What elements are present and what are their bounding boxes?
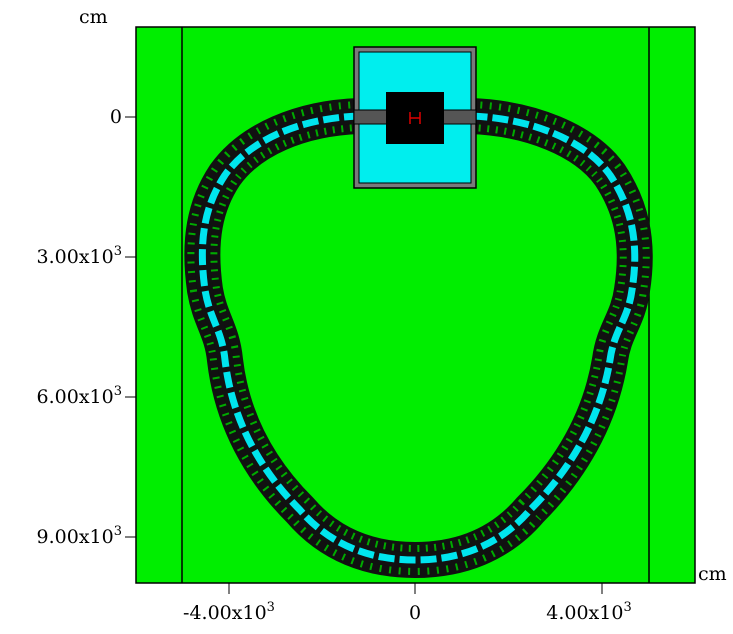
x-tick-exp: 3 [623, 600, 632, 615]
y-tick-label: 6.00x103 [0, 385, 122, 408]
y-tick-exp: 3 [113, 524, 122, 539]
y-tick-text: 9.00x10 [36, 526, 114, 548]
detector-marker-icon [409, 112, 421, 124]
x-tick-text: 0 [408, 602, 422, 624]
x-tick-label: 4.00x103 [509, 601, 669, 624]
y-tick-text: 6.00x10 [36, 386, 114, 408]
ring-beamline [198, 112, 639, 564]
y-tick-text: 3.00x10 [36, 246, 114, 268]
x-tick-exp: 3 [266, 600, 275, 615]
y-tick-label: 3.00x103 [0, 245, 122, 268]
x-tick-text: -4.00x10 [183, 602, 267, 624]
y-tick-text: 0 [109, 106, 122, 128]
x-tick-text: 4.00x10 [546, 602, 624, 624]
y-tick-label: 9.00x103 [0, 525, 122, 548]
x-unit-label: cm [698, 563, 727, 585]
y-axis-ticks [125, 116, 136, 538]
y-tick-exp: 3 [113, 384, 122, 399]
x-tick-label: 0 [335, 604, 495, 623]
x-axis-ticks [228, 583, 603, 594]
y-tick-label: 0 [0, 108, 122, 127]
y-unit-label: cm [79, 6, 108, 28]
x-tick-label: -4.00x103 [149, 601, 309, 624]
y-tick-exp: 3 [113, 244, 122, 259]
